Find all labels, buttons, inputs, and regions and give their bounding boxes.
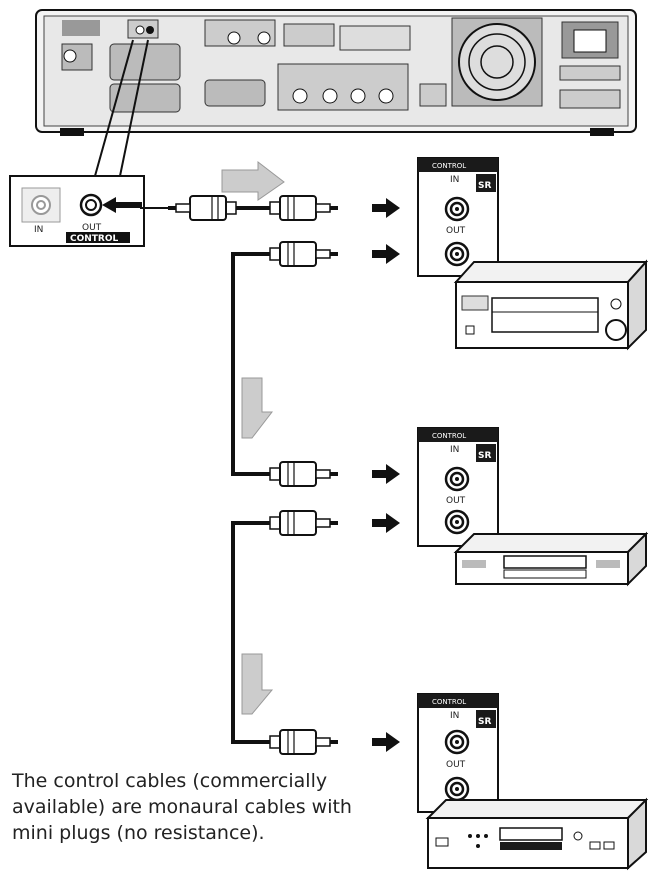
device-2-in-label: IN [450, 445, 459, 455]
device-2-control-panel: CONTROL IN SR OUT [417, 427, 499, 547]
signal-direction-arrow [241, 377, 274, 439]
device-3-panel-title: CONTROL [432, 698, 466, 706]
device-2-out-jack [444, 509, 470, 535]
signal-direction-arrow [221, 160, 285, 201]
device-3-in-jack [444, 729, 470, 755]
device-1-cassette-deck [453, 259, 648, 351]
device-3-out-jack [444, 776, 470, 802]
cable-note: The control cables (commercially availab… [12, 770, 352, 844]
receiver-control-inset: IN OUT CONTROL [9, 175, 145, 247]
device-1-out-jack [444, 241, 470, 267]
inset-control-label: CONTROL [70, 234, 119, 244]
cable-device-1-to-device-2 [231, 241, 400, 487]
device-1-out-label: OUT [446, 226, 466, 236]
device-2-panel-title: CONTROL [432, 432, 466, 440]
cable-device-2-to-device-3 [231, 510, 400, 755]
device-1-control-panel: CONTROL IN SR OUT [417, 157, 499, 277]
device-3-out-label: OUT [446, 760, 466, 770]
device-2-out-label: OUT [446, 496, 466, 506]
inset-out-label: OUT [82, 223, 102, 233]
inset-in-label: IN [34, 225, 43, 235]
cable-receiver-to-device-1 [140, 195, 400, 221]
device-1-panel-title: CONTROL [432, 162, 466, 170]
device-2-vcr [453, 531, 648, 587]
device-1-in-label: IN [450, 175, 459, 185]
device-1-badge: SR [478, 181, 491, 191]
device-3-badge: SR [478, 717, 491, 727]
device-2-badge: SR [478, 451, 491, 461]
device-2-in-jack [444, 466, 470, 492]
device-3-cd-player [425, 797, 648, 871]
device-3-control-panel: CONTROL IN SR OUT [417, 693, 499, 813]
signal-direction-arrow [241, 653, 274, 715]
receiver-rear-panel [35, 9, 637, 136]
device-3-in-label: IN [450, 711, 459, 721]
device-1-in-jack [444, 196, 470, 222]
